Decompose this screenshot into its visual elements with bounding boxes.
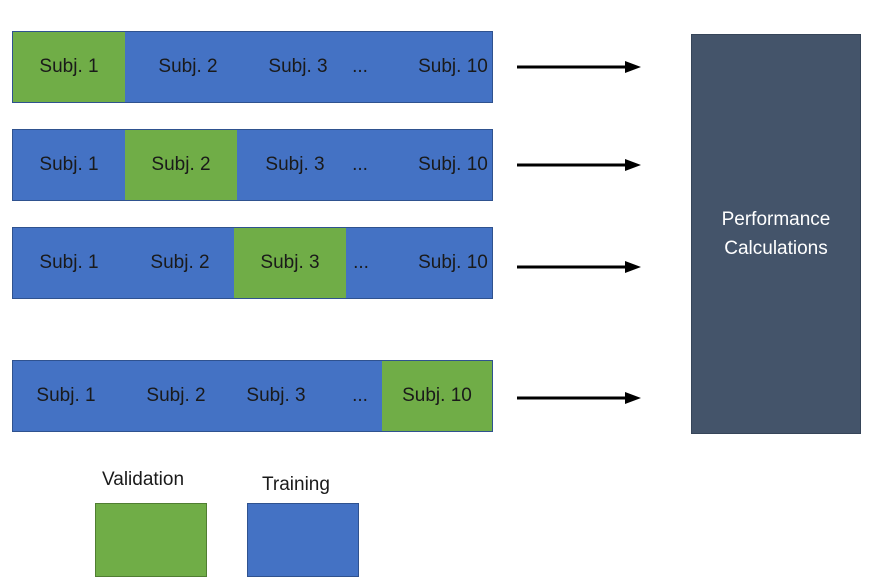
arrow-fold-3 <box>517 261 641 273</box>
fold-3-segment-subj-10: Subj. 10 <box>418 252 488 273</box>
fold-3-segment-subj-2: Subj. 2 <box>150 252 210 273</box>
fold-3-ellipsis: ... <box>353 252 369 273</box>
legend-swatch-training <box>247 503 359 577</box>
fold-10-segment-subj-10: Subj. 10 <box>382 361 492 431</box>
fold-row-3: Subj. 1 Subj. 2 Subj. 3 ... Subj. 10 <box>12 227 493 299</box>
fold-2-segment-subj-3: Subj. 3 <box>265 154 325 175</box>
arrow-fold-1 <box>517 61 641 73</box>
legend-label-validation: Validation <box>102 469 185 490</box>
performance-calculations-box: Performance Calculations <box>691 34 861 434</box>
fold-2-segment-subj-1: Subj. 1 <box>39 154 99 175</box>
fold-3-segment-subj-3: Subj. 3 <box>234 228 346 298</box>
performance-label-line1: Performance <box>721 209 831 230</box>
fold-2-segment-subj-10: Subj. 10 <box>418 154 488 175</box>
fold-1-segment-subj-3: Subj. 3 <box>268 56 328 77</box>
fold-row-2: Subj. 1 Subj. 2 Subj. 3 ... Subj. 10 <box>12 129 493 201</box>
fold-3-segment-subj-1: Subj. 1 <box>39 252 99 273</box>
fold-row-10: Subj. 1 Subj. 2 Subj. 3 ... Subj. 10 <box>12 360 493 432</box>
fold-10-ellipsis: ... <box>352 385 368 406</box>
fold-10-segment-subj-1: Subj. 1 <box>36 385 96 406</box>
fold-1-segment-subj-2: Subj. 2 <box>158 56 218 77</box>
fold-2-ellipsis: ... <box>352 154 368 175</box>
fold-2-segment-subj-2: Subj. 2 <box>125 130 237 200</box>
performance-label-line2: Calculations <box>724 238 828 259</box>
arrow-fold-2 <box>517 159 641 171</box>
fold-10-segment-subj-3: Subj. 3 <box>246 385 306 406</box>
fold-1-segment-subj-10: Subj. 10 <box>418 56 488 77</box>
legend-label-training: Training <box>262 474 330 495</box>
fold-1-ellipsis: ... <box>352 56 368 77</box>
fold-1-segment-subj-1: Subj. 1 <box>13 32 125 102</box>
legend-swatch-validation <box>95 503 207 577</box>
fold-10-segment-subj-2: Subj. 2 <box>146 385 206 406</box>
arrow-fold-10 <box>517 392 641 404</box>
fold-row-1: Subj. 1 Subj. 2 Subj. 3 ... Subj. 10 <box>12 31 493 103</box>
